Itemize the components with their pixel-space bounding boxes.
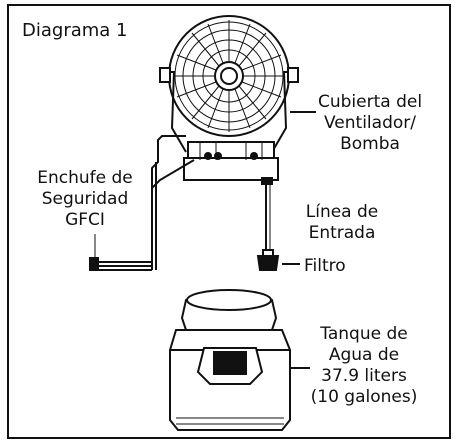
water-tank-label-line1: Tanque de [320, 324, 408, 344]
inlet-line-label-line1: Línea de [305, 202, 379, 222]
water-pipe [151, 135, 186, 270]
inlet-line [256, 177, 300, 271]
diagram-title: Diagrama 1 [22, 20, 128, 41]
inlet-line-label: Línea de Entrada [294, 202, 390, 244]
water-tank [169, 289, 310, 431]
gfci-plug-label-line3: GFCI [65, 210, 105, 230]
power-cord [89, 159, 195, 271]
filter-label: Filtro [304, 256, 346, 276]
fan-housing-label-line3: Bomba [340, 134, 400, 154]
gfci-plug-label-line2: Seguridad [41, 189, 129, 209]
water-tank-label-line3: 37.9 liters [321, 366, 407, 386]
inlet-line-label-line2: Entrada [308, 223, 376, 243]
fan-yoke [159, 67, 299, 153]
water-tank-label: Tanque de Agua de 37.9 liters (10 galone… [304, 324, 424, 408]
pump-housing [183, 141, 279, 181]
fan-blades [173, 20, 285, 132]
water-tank-label-line4: (10 galones) [310, 387, 418, 407]
fan-housing-label-line2: Ventilador/ [324, 113, 416, 133]
gfci-plug-label-line1: Enchufe de [37, 168, 133, 188]
gfci-plug-label: Enchufe de Seguridad GFCI [30, 168, 140, 231]
fan-housing-label-line1: Cubierta del [318, 92, 423, 112]
water-tank-label-line2: Agua de [328, 345, 400, 365]
fan-housing-label: Cubierta del Ventilador/ Bomba [318, 92, 422, 155]
